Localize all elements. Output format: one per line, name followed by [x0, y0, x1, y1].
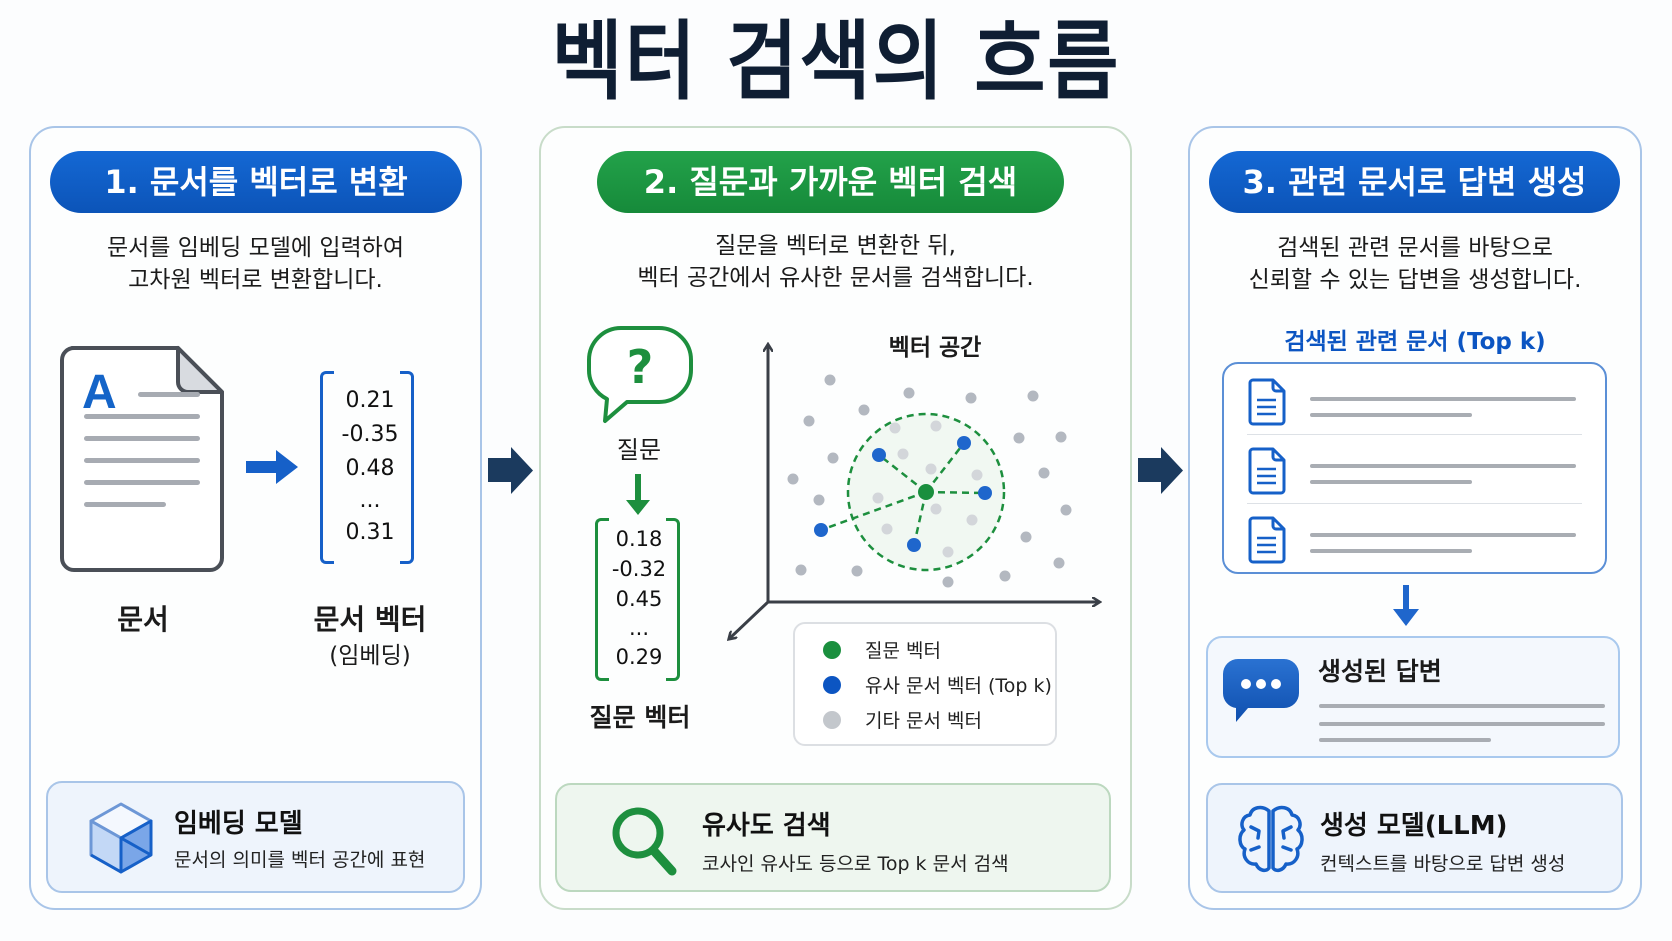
llm-model-box: 생성 모델(LLM) 컨텍스트를 바탕으로 답변 생성: [1206, 783, 1623, 893]
description-line: 신뢰할 수 있는 답변을 생성합니다.: [1248, 267, 1582, 293]
generated-answer-title: 생성된 답변: [1318, 657, 1442, 686]
vector-value: 0.18: [615, 527, 663, 551]
document-label: 문서: [117, 603, 169, 636]
legend-label: 유사 문서 벡터 (Top k): [865, 675, 1052, 697]
legend-label: 기타 문서 벡터: [865, 710, 982, 732]
vector-value: ...: [359, 488, 381, 513]
vector-value: 0.48: [345, 456, 395, 481]
vector-bracket-left: [320, 371, 334, 564]
description-line: 벡터 공간에서 유사한 문서를 검색합니다.: [637, 265, 1034, 291]
step-1-heading: 1. 문서를 벡터로 변환: [50, 151, 462, 213]
page-title: 벡터 검색의 흐름: [551, 12, 1121, 112]
document-vector-sublabel: (임베딩): [329, 643, 411, 669]
arrow-right-icon: [246, 450, 298, 484]
legend-item-query: 질문 벡터: [823, 636, 941, 663]
retrieved-doc-item: [1224, 433, 1605, 503]
query-vector-label: 질문 벡터: [589, 703, 691, 732]
legend-label: 질문 벡터: [865, 640, 941, 662]
retrieved-docs-list: [1222, 362, 1607, 574]
step-2-description: 질문을 벡터로 변환한 뒤, 벡터 공간에서 유사한 문서를 검색합니다.: [539, 230, 1132, 294]
legend-item-topk: 유사 문서 벡터 (Top k): [823, 671, 1052, 698]
retrieved-doc-item: [1224, 502, 1605, 572]
green-dot-icon: [823, 640, 841, 659]
vector-space-title: 벡터 공간: [888, 335, 982, 361]
description-line: 질문을 벡터로 변환한 뒤,: [715, 233, 956, 259]
retrieved-docs-label: 검색된 관련 문서 (Top k): [1284, 329, 1546, 355]
chat-bubble-icon: [1222, 659, 1299, 722]
cube-icon: [89, 802, 153, 874]
doc-file-icon: [1248, 516, 1286, 564]
description-line: 검색된 관련 문서를 바탕으로: [1277, 235, 1553, 261]
step-2-heading: 2. 질문과 가까운 벡터 검색: [597, 151, 1064, 213]
flow-arrow-1-icon: [488, 447, 533, 494]
embedding-model-title: 임베딩 모델: [174, 809, 303, 839]
embedding-model-subtitle: 문서의 의미를 벡터 공간에 표현: [174, 849, 426, 871]
svg-text:A: A: [82, 366, 117, 419]
similarity-search-subtitle: 코사인 유사도 등으로 Top k 문서 검색: [702, 853, 1009, 875]
arrow-down-icon: [626, 474, 650, 515]
document-vector-label: 문서 벡터: [313, 603, 427, 636]
vector-bracket-right: [400, 371, 414, 564]
query-vector-bracket-left: [595, 518, 609, 681]
vector-value: 0.31: [345, 520, 395, 545]
svg-text:?: ?: [627, 340, 654, 394]
arrow-down-icon: [1393, 585, 1419, 626]
divider: [1247, 503, 1582, 504]
generated-answer-box: 생성된 답변: [1206, 636, 1620, 758]
vector-value: 0.29: [615, 645, 663, 669]
divider: [1247, 434, 1582, 435]
vector-space-legend: 질문 벡터 유사 문서 벡터 (Top k) 기타 문서 벡터: [793, 622, 1057, 746]
blue-dot-icon: [823, 675, 841, 694]
gray-dot-icon: [823, 710, 841, 729]
llm-model-title: 생성 모델(LLM): [1320, 811, 1508, 841]
vector-value: -0.32: [611, 557, 667, 581]
vector-value: 0.21: [345, 388, 395, 413]
step-1-description: 문서를 임베딩 모델에 입력하여 고차원 벡터로 변환합니다.: [29, 232, 482, 296]
question-bubble-icon: ?: [586, 326, 693, 423]
legend-item-other: 기타 문서 벡터: [823, 706, 982, 733]
magnifier-icon: [612, 807, 677, 876]
similarity-search-title: 유사도 검색: [702, 811, 831, 841]
flow-arrow-2-icon: [1138, 447, 1183, 494]
doc-file-icon: [1248, 447, 1286, 495]
embedding-model-box: 임베딩 모델 문서의 의미를 벡터 공간에 표현: [46, 781, 465, 893]
query-vector-values: 0.18 -0.32 0.45 ... 0.29: [598, 524, 680, 672]
question-label: 질문: [616, 436, 662, 464]
vector-value: ...: [628, 616, 650, 640]
step-3-heading: 3. 관련 문서로 답변 생성: [1209, 151, 1620, 213]
document-icon: A: [60, 346, 224, 572]
llm-model-subtitle: 컨텍스트를 바탕으로 답변 생성: [1320, 853, 1566, 875]
description-line: 고차원 벡터로 변환합니다.: [128, 267, 383, 293]
similarity-search-box: 유사도 검색 코사인 유사도 등으로 Top k 문서 검색: [555, 783, 1111, 892]
step-3-description: 검색된 관련 문서를 바탕으로 신뢰할 수 있는 답변을 생성합니다.: [1188, 232, 1642, 296]
description-line: 문서를 임베딩 모델에 입력하여: [106, 235, 404, 261]
retrieved-doc-item: [1224, 364, 1605, 434]
query-vector-bracket-right: [666, 518, 680, 681]
vector-value: 0.45: [615, 587, 663, 611]
document-vector-values: 0.21 -0.35 0.48 ... 0.31: [330, 384, 410, 550]
doc-file-icon: [1248, 378, 1286, 426]
brain-icon: [1238, 805, 1304, 873]
vector-value: -0.35: [341, 422, 399, 447]
